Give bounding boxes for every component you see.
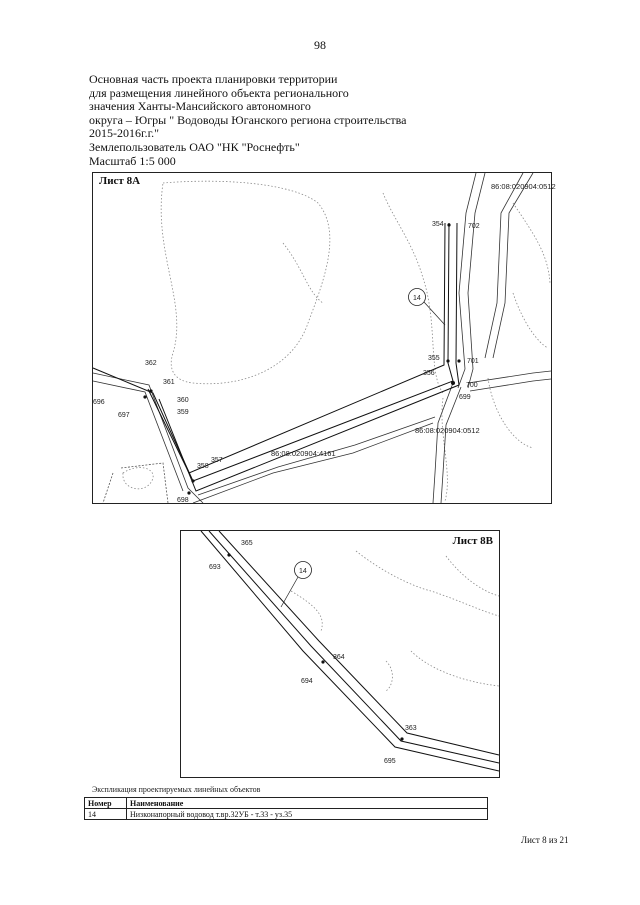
legend-row-name: Низконапорный водовод т.вр.32УБ - т.33 -… <box>126 808 488 820</box>
legend-header-row: Номер Наименование <box>84 797 488 809</box>
point-label: 355 <box>428 355 440 362</box>
callout-leader <box>280 576 299 608</box>
point-label: 356 <box>423 370 435 377</box>
point-label: 359 <box>177 409 189 416</box>
header-line: 2015-2016г.г." <box>89 126 160 141</box>
vertex-points <box>227 553 404 741</box>
point-label: 363 <box>405 725 417 732</box>
road-lines <box>92 172 552 504</box>
point-label: 357 <box>211 457 223 464</box>
header-line: Масштаб 1:5 000 <box>89 153 176 168</box>
terrain-contours <box>122 180 551 502</box>
point-label: 362 <box>145 360 157 367</box>
point-label: 697 <box>118 412 130 419</box>
callout-circle <box>408 288 426 306</box>
header-line: для размещения линейного объекта региона… <box>89 85 349 100</box>
callout-label: 14 <box>413 295 421 302</box>
document-header: Основная часть проекта планировки террит… <box>89 72 469 168</box>
point-label: 698 <box>177 497 189 504</box>
sheet-label-a: Лист 8А <box>97 175 143 187</box>
point-label: 695 <box>384 758 396 765</box>
legend-col-number: Номер <box>84 797 127 809</box>
point-label: 365 <box>241 540 253 547</box>
callout-leader <box>423 301 446 326</box>
built-area <box>102 462 169 504</box>
pipeline-14 <box>200 530 500 772</box>
point-label: 354 <box>432 221 444 228</box>
header-line: значения Ханты-Мансийского автономного <box>89 99 311 114</box>
legend-col-name: Наименование <box>126 797 488 809</box>
point-label: 701 <box>467 358 479 365</box>
header-line: Основная часть проекта планировки террит… <box>89 72 338 86</box>
cadastral-label: 86:08:020904:0512 <box>415 426 480 435</box>
map-sheet-b: 14 365 693 364 694 363 695 Лист 8В <box>180 530 500 778</box>
vertex-points <box>143 223 461 495</box>
header-line: Землепользователь ОАО "НК "Роснефть" <box>89 139 300 154</box>
legend-table: Номер Наименование 14 Низконапорный водо… <box>84 797 488 820</box>
map-sheet-b-drawing: 14 365 693 364 694 363 695 <box>200 530 500 772</box>
point-label: 360 <box>177 397 189 404</box>
point-label: 700 <box>466 382 478 389</box>
pipeline-14 <box>92 222 460 492</box>
point-label: 702 <box>468 223 480 230</box>
map-sheet-a-drawing: 14 86:08:020904:0512 86:08:020904:0512 8… <box>92 172 556 504</box>
sheet-label-b: Лист 8В <box>450 535 495 547</box>
point-label: 696 <box>93 399 105 406</box>
point-label: 699 <box>459 394 471 401</box>
legend-row-number: 14 <box>84 808 127 820</box>
map-sheet-a: 14 86:08:020904:0512 86:08:020904:0512 8… <box>92 172 556 504</box>
table-row: 14 Низконапорный водовод т.вр.32УБ - т.3… <box>84 808 488 820</box>
point-label: 361 <box>163 379 175 386</box>
page-number: 98 <box>314 38 326 52</box>
cadastral-label: 86:08:020904:0512 <box>491 182 556 191</box>
point-label: 693 <box>209 564 221 571</box>
legend-title: Экспликация проектируемых линейных объек… <box>92 785 261 794</box>
callout-circle <box>294 561 312 579</box>
sheet-counter: Лист 8 из 21 <box>521 835 569 845</box>
callout-label: 14 <box>299 568 307 575</box>
terrain-contours <box>290 550 500 692</box>
cadastral-label: 86:08:020904:4161 <box>271 449 336 458</box>
point-label: 694 <box>301 678 313 685</box>
point-label: 364 <box>333 654 345 661</box>
header-line: округа – Югры " Водоводы Юганского регио… <box>89 112 407 127</box>
point-label: 358 <box>197 463 209 470</box>
